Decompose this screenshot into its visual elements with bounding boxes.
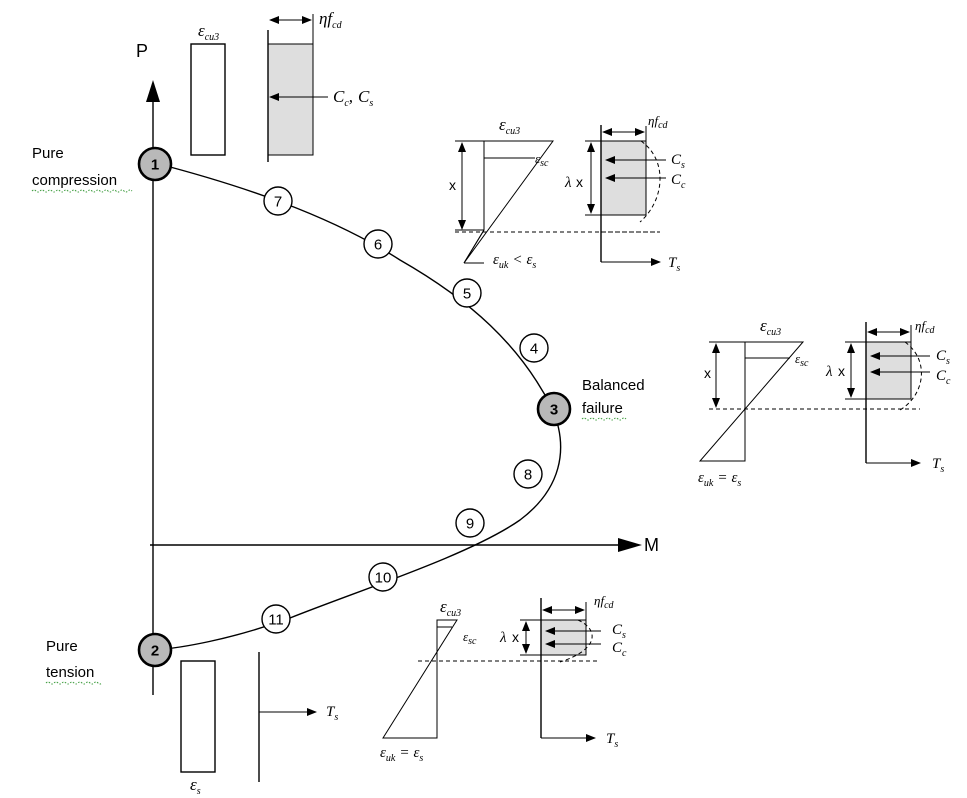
svg-text:Cs: Cs <box>612 622 626 641</box>
svg-text:x: x <box>838 363 845 379</box>
curve-point-label: 5 <box>463 286 471 303</box>
svg-text:εsc: εsc <box>463 629 477 647</box>
svg-text:Ts: Ts <box>668 255 680 274</box>
curve-point-marker <box>519 333 549 363</box>
svg-text:εcu3: εcu3 <box>198 21 219 43</box>
svg-text:x: x <box>704 365 711 381</box>
curve-point-marker <box>452 278 482 308</box>
svg-text:Cs: Cs <box>671 152 685 171</box>
tension-dominant-stress-block: Ts ηfcd Cs Cc λ x <box>499 593 627 750</box>
svg-text:Cc: Cc <box>936 368 951 387</box>
m-axis-label: M <box>644 535 659 555</box>
curve-point-label: 9 <box>466 516 474 533</box>
svg-text:Pure: Pure <box>46 638 78 655</box>
svg-text:Cc: Cc <box>612 640 627 659</box>
curve-point-label: 2 <box>151 643 159 660</box>
svg-text:λ: λ <box>499 630 507 646</box>
svg-text:Cs: Cs <box>936 348 950 367</box>
curve-point-marker <box>263 186 293 216</box>
curve-point-label: 10 <box>375 570 392 587</box>
compression-dominant-stress-block: Ts ηfcd Cs Cc λ x <box>564 113 686 274</box>
svg-text:εcu3: εcu3 <box>499 115 520 137</box>
curve-point-label: 7 <box>274 194 282 211</box>
curve-point-marker <box>261 604 291 634</box>
curve-points: 1 7 6 5 4 3 8 9 10 11 2 <box>137 146 572 668</box>
svg-text:ηfcd: ηfcd <box>319 9 343 31</box>
svg-text:εuk<εs: εuk<εs <box>493 252 536 271</box>
curve-point-11: 11 <box>261 604 291 634</box>
curve-point-marker <box>363 229 393 259</box>
svg-text:εsc: εsc <box>795 351 809 369</box>
curve-point-marker <box>455 508 485 538</box>
interaction-curve <box>154 162 562 651</box>
svg-text:εuk=εs: εuk=εs <box>380 745 423 764</box>
svg-text:Balanced: Balanced <box>582 377 645 394</box>
svg-text:εs: εs <box>190 775 201 797</box>
curve-point-label: 1 <box>151 157 159 174</box>
svg-text:Pure: Pure <box>32 145 64 162</box>
svg-text:Cc,Cs: Cc,Cs <box>333 87 373 109</box>
svg-text:Ts: Ts <box>932 456 944 475</box>
curve-point-10: 10 <box>368 562 398 592</box>
svg-text:x: x <box>512 629 519 645</box>
curve-point-marker <box>137 632 173 668</box>
svg-text:ηfcd: ηfcd <box>594 593 615 611</box>
pure-compression-stress-block: ηfcd Cc,Cs <box>267 9 373 162</box>
curve-point-marker <box>368 562 398 592</box>
svg-text:x: x <box>576 174 583 190</box>
p-axis-label: P <box>136 41 148 61</box>
svg-text:Ts: Ts <box>326 704 338 723</box>
tension-dominant-strain-diagram: εcu3 εsc εuk=εs <box>380 597 598 764</box>
svg-text:tension: tension <box>46 664 94 681</box>
curve-point-3: 3 <box>536 391 572 427</box>
svg-text:Ts: Ts <box>606 731 618 750</box>
m-axis: M <box>150 535 659 555</box>
curve-point-marker <box>536 391 572 427</box>
balanced-failure-caption: Balanced failure <box>581 377 645 421</box>
svg-text:λ: λ <box>564 175 572 191</box>
curve-point-6: 6 <box>363 229 393 259</box>
curve-point-9: 9 <box>455 508 485 538</box>
curve-point-8: 8 <box>513 459 543 489</box>
curve-point-4: 4 <box>519 333 549 363</box>
curve-point-label: 4 <box>530 341 538 358</box>
balanced-strain-diagram: εcu3 εsc x εuk=εs <box>698 316 920 489</box>
svg-text:ηfcd: ηfcd <box>648 113 669 131</box>
p-axis: P <box>136 41 160 695</box>
svg-text:εcu3: εcu3 <box>440 597 461 619</box>
pure-compression-caption: Pure compression <box>31 145 133 193</box>
curve-point-label: 8 <box>524 467 532 484</box>
curve-point-label: 3 <box>550 402 558 419</box>
svg-text:compression: compression <box>32 172 117 189</box>
svg-text:ηfcd: ηfcd <box>915 318 936 336</box>
curve-point-marker <box>513 459 543 489</box>
svg-text:εuk=εs: εuk=εs <box>698 470 741 489</box>
svg-text:λ: λ <box>825 364 833 380</box>
curve-point-marker <box>137 146 173 182</box>
svg-text:Cc: Cc <box>671 172 686 191</box>
curve-point-5: 5 <box>452 278 482 308</box>
pure-tension-stress-diagram: Ts <box>258 652 338 782</box>
pure-tension-strain-diagram: εs <box>180 660 216 797</box>
balanced-stress-block: Ts ηfcd Cs Cc λ x <box>825 318 951 475</box>
curve-point-2: 2 <box>137 632 173 668</box>
svg-text:x: x <box>449 177 456 193</box>
pure-tension-caption: Pure tension <box>45 638 103 685</box>
curve-point-7: 7 <box>263 186 293 216</box>
curve-point-label: 6 <box>374 237 382 254</box>
curve-point-label: 11 <box>268 612 284 629</box>
svg-text:failure: failure <box>582 400 623 417</box>
pure-compression-strain-diagram: εcu3 <box>190 21 226 156</box>
svg-text:εcu3: εcu3 <box>760 316 781 338</box>
svg-text:εsc: εsc <box>535 151 549 169</box>
curve-point-1: 1 <box>137 146 173 182</box>
